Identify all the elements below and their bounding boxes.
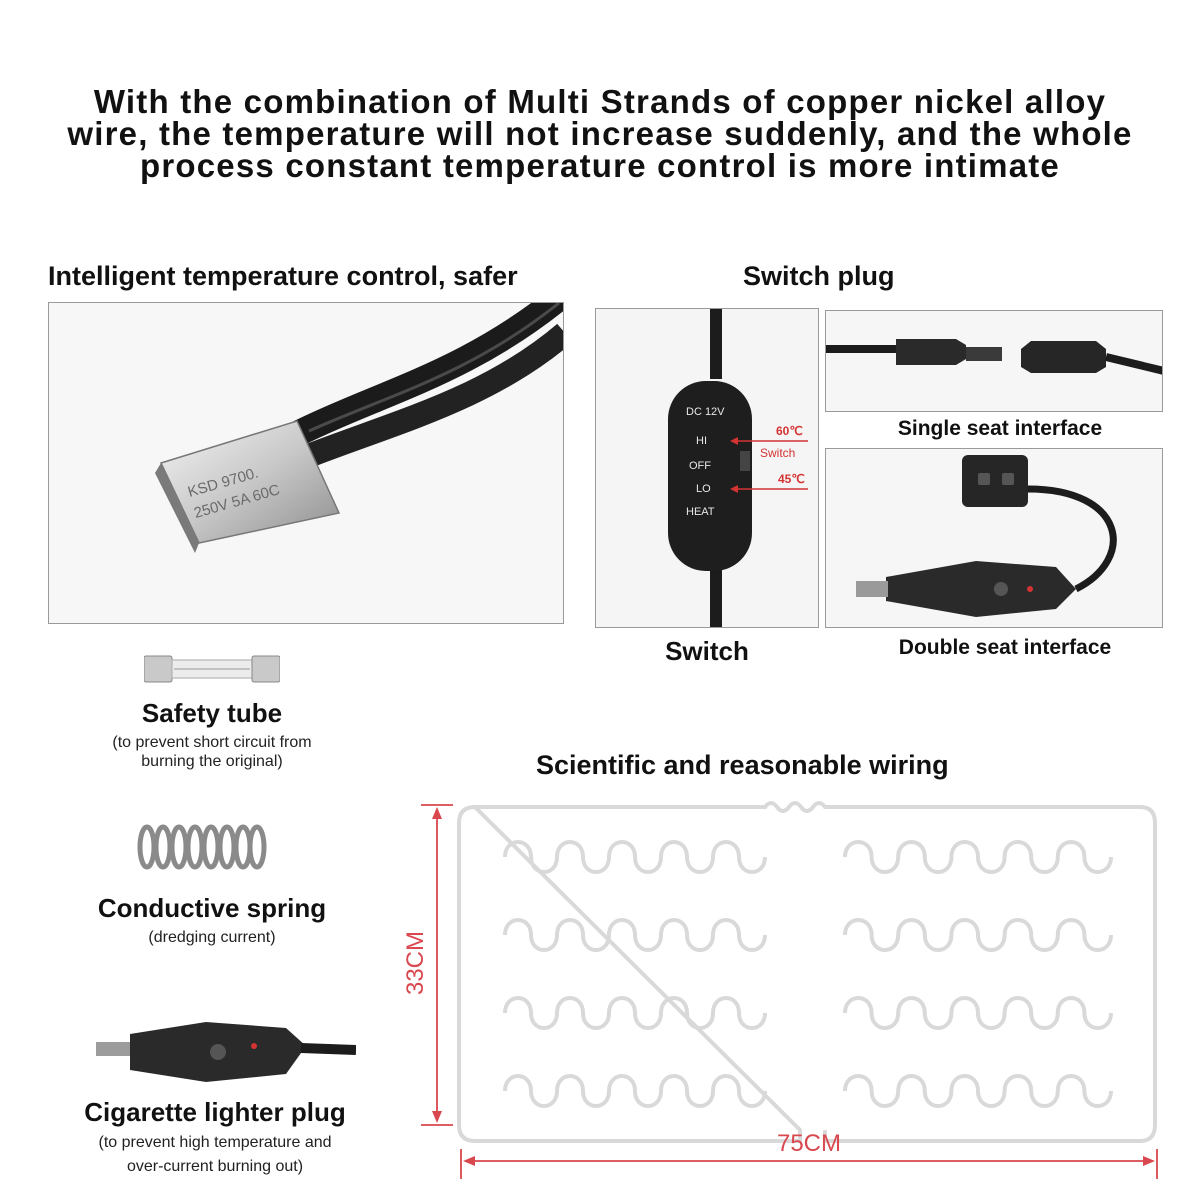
spring-illustration <box>137 822 267 872</box>
switch-illustration: DC 12V HI OFF LO HEAT 60℃ Switch 45℃ <box>668 309 808 627</box>
width-dimension <box>460 1149 1158 1179</box>
single-seat-caption: Single seat interface <box>897 417 1103 440</box>
lighter-plug-description-line-1: (to prevent high temperature and <box>98 1134 332 1151</box>
lo-arrow <box>730 485 808 493</box>
double-seat-caption: Double seat interface <box>898 636 1112 659</box>
lighter-plug-illustration <box>96 1016 356 1098</box>
switch-lo-label: LO <box>696 483 711 495</box>
height-label: 33CM <box>402 931 429 995</box>
switch-hi-label: HI <box>696 435 707 447</box>
lighter-plug-description: (to prevent high temperature and over-cu… <box>30 1131 400 1179</box>
double-seat-illustration <box>856 455 1117 617</box>
headline-line-1: With the combination of Multi Strands of… <box>93 83 1107 120</box>
single-seat-photo <box>825 310 1163 412</box>
serpentine-right-row-1 <box>843 840 1113 874</box>
fuse-title: Safety tube <box>141 698 283 728</box>
lighter-plug-title: Cigarette lighter plug <box>84 1097 346 1127</box>
switch-heat-label: HEAT <box>686 506 715 518</box>
height-dimension <box>421 804 453 1126</box>
fuse-description: (to prevent short circuit from burning t… <box>52 733 372 771</box>
double-seat-photo <box>825 448 1163 628</box>
fuse-illustration <box>144 652 280 686</box>
switch-body <box>668 381 752 571</box>
fuse-description-line-2: burning the original) <box>141 753 283 770</box>
spring-title: Conductive spring <box>97 893 327 923</box>
switch-temp-low: 45℃ <box>778 472 805 486</box>
serpentine-left-row-2 <box>503 918 767 952</box>
width-label: 75CM <box>777 1130 841 1157</box>
spring-description: (dredging current) <box>148 929 276 946</box>
wiring-diagram: 33CM 75CM <box>395 795 1175 1190</box>
headline-line-3: process constant temperature control is … <box>140 147 1060 184</box>
switch-off-label: OFF <box>689 460 711 472</box>
switch-arrow-label: Switch <box>760 446 795 460</box>
wiring-title: Scientific and reasonable wiring <box>536 750 949 780</box>
serpentine-left-row-1 <box>503 840 767 874</box>
switch-caption: Switch <box>665 636 749 666</box>
switch-photo: DC 12V HI OFF LO HEAT 60℃ Switch 45℃ <box>595 308 819 628</box>
thermostat-photo: KSD 9700. 250V 5A 60C <box>48 302 564 624</box>
headline: With the combination of Multi Strands of… <box>20 83 1180 184</box>
fuse-description-line-1: (to prevent short circuit from <box>112 734 312 751</box>
single-seat-illustration <box>826 339 1162 375</box>
serpentine-left-row-4 <box>503 1074 767 1108</box>
heating-wire-serpentines <box>503 840 1113 1108</box>
serpentine-right-row-2 <box>843 918 1113 952</box>
hi-arrow <box>730 437 808 445</box>
thermostat-illustration: KSD 9700. 250V 5A 60C <box>155 303 563 553</box>
serpentine-right-row-3 <box>843 996 1113 1030</box>
serpentine-right-row-4 <box>843 1074 1113 1108</box>
headline-line-2: wire, the temperature will not increase … <box>67 115 1133 152</box>
thermostat-title: Intelligent temperature control, safer <box>48 261 518 291</box>
lighter-plug-description-line-2: over-current burning out) <box>126 1158 304 1175</box>
switch-temp-high: 60℃ <box>776 424 803 438</box>
switch-dc-label: DC 12V <box>686 406 725 418</box>
heating-element-outline <box>457 801 1157 1143</box>
switch-plug-title: Switch plug <box>743 261 895 291</box>
serpentine-left-row-3 <box>503 996 767 1030</box>
